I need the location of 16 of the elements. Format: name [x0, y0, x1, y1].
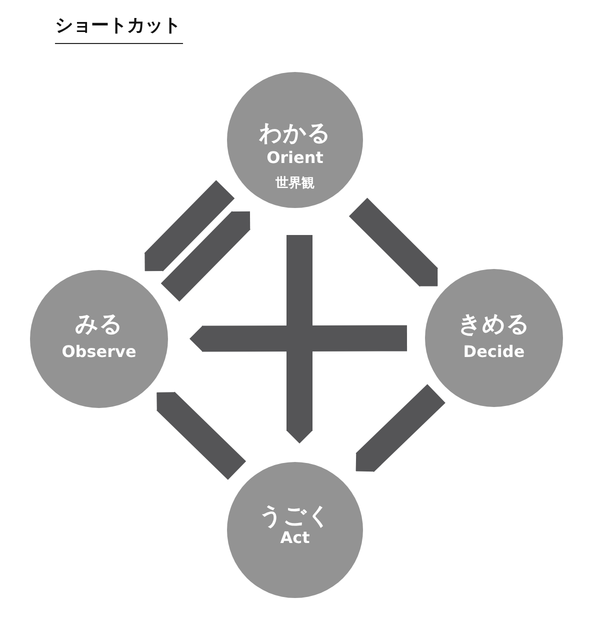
stage-name: わかる — [259, 121, 331, 147]
stage-english-name: Decide — [463, 343, 525, 361]
stage-name: きめる — [458, 312, 530, 338]
section-title: ショートカット — [55, 15, 183, 44]
stage-english-name: Act — [280, 529, 310, 547]
stage-name: うごく — [259, 504, 331, 530]
block-arrow — [144, 180, 235, 272]
block-arrow — [356, 384, 446, 472]
stage-english-name: Observe — [62, 343, 136, 361]
block-arrow — [286, 235, 312, 444]
block-arrow — [190, 325, 408, 352]
stage-english-name: Orient — [266, 149, 324, 167]
block-arrow — [348, 198, 438, 287]
block-arrow — [156, 392, 246, 480]
stage-note: 世界観 — [276, 176, 314, 192]
stage-name: みる — [75, 312, 123, 338]
